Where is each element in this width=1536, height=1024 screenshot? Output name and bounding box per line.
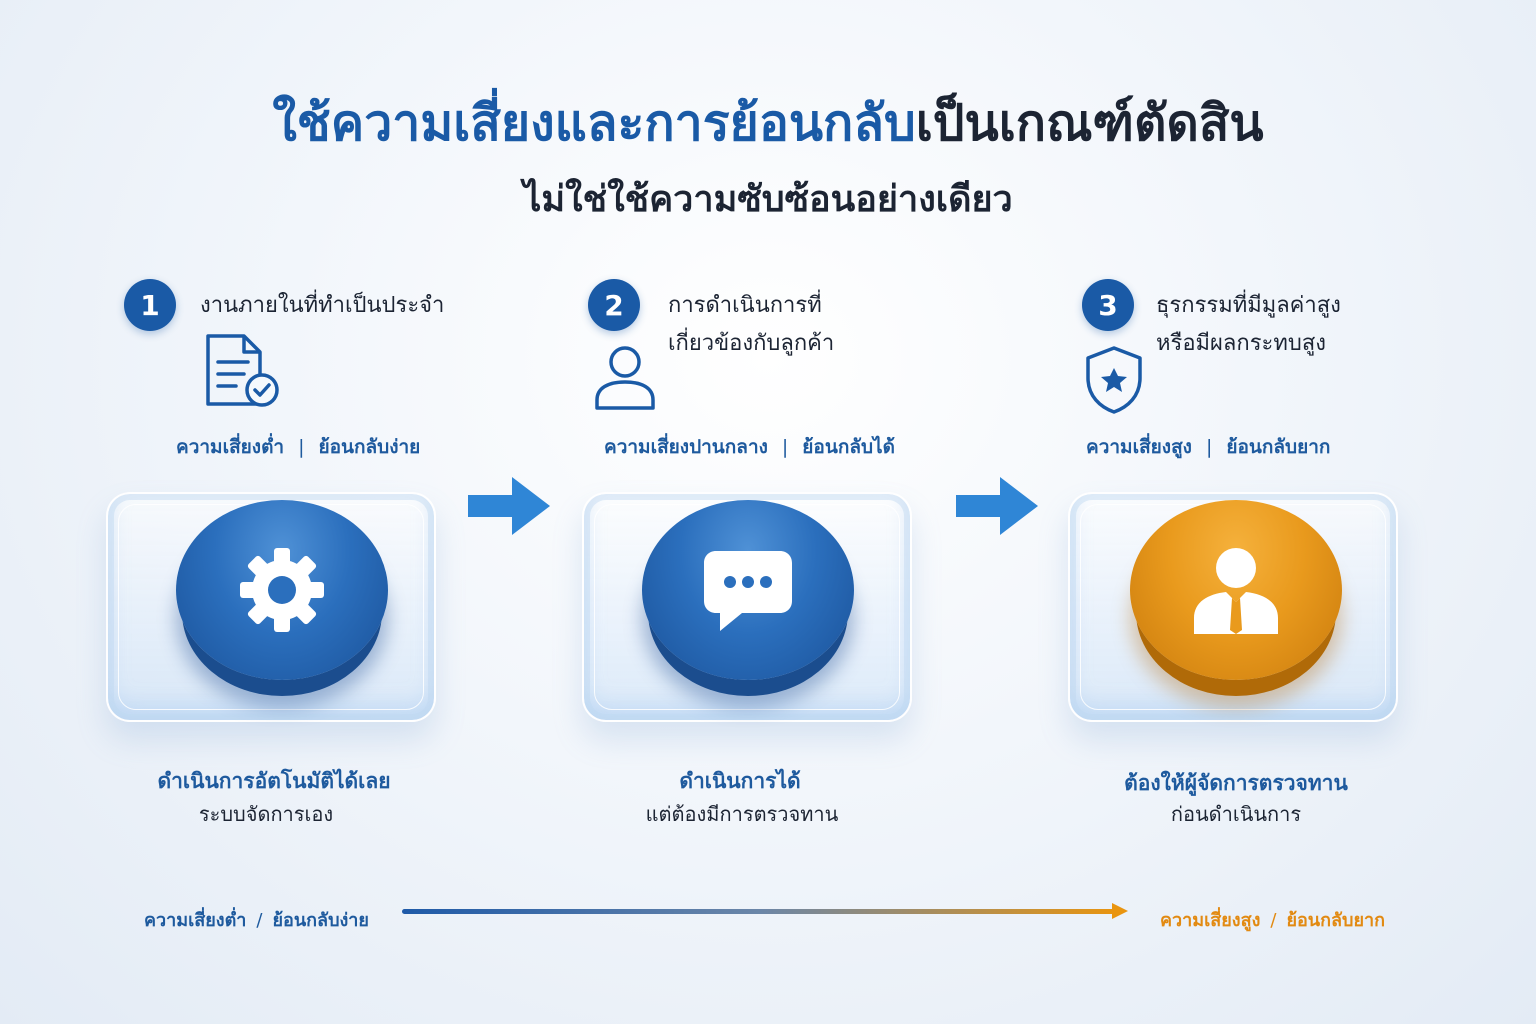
- step-title-line: หรือมีผลกระทบสูง: [1156, 331, 1326, 356]
- review-button[interactable]: [642, 500, 854, 680]
- risk-level: ความเสี่ยงสูง: [1086, 436, 1192, 458]
- step-number-badge: 3: [1082, 279, 1134, 331]
- risk-level: ความเสี่ยงต่ำ: [176, 436, 285, 458]
- shield-star-icon: [1086, 346, 1142, 414]
- meta-separator: |: [1205, 436, 1213, 458]
- scale-separator: /: [256, 910, 263, 931]
- outcome-detail: ก่อนดำเนินการ: [1170, 802, 1302, 826]
- step-1: 1 งานภายในที่ทำเป็นประจำ ความเสี่ยงต่ำ | ย…: [0, 0, 480, 1024]
- outcome-title: ดำเนินการอัตโนมัติได้เลย: [157, 769, 391, 793]
- chat-bubble-icon: [704, 551, 792, 631]
- step-3: 3 ธุรกรรมที่มีมูลค่าสูง หรือมีผลกระทบสูง…: [960, 0, 1440, 1024]
- reversibility-level: ย้อนกลับง่าย: [318, 436, 421, 458]
- user-icon: [595, 346, 655, 410]
- manager-icon: [1194, 548, 1278, 634]
- gear-icon: [240, 548, 324, 632]
- reversibility-level: ย้อนกลับยาก: [1226, 436, 1331, 458]
- step-title-line: เกี่ยวข้องกับลูกค้า: [668, 331, 835, 356]
- arrow-right-icon: [956, 477, 1038, 535]
- gradient-arrow-head-icon: [1112, 903, 1128, 919]
- step-2: 2 การดำเนินการที่ เกี่ยวข้องกับลูกค้า คว…: [480, 0, 960, 1024]
- scale-separator: /: [1270, 910, 1277, 931]
- page-subtitle: ไม่ใช่ใช้ความซับซ้อนอย่างเดียว: [523, 179, 1013, 220]
- title-highlight: ใช้ความเสี่ยงและการย้อนกลับ: [272, 94, 916, 152]
- risk-gradient-bar: [402, 909, 1118, 914]
- outcome-title: ต้องให้ผู้จัดการตรวจทาน: [1124, 771, 1348, 795]
- title-rest: เป็นเกณฑ์ตัดสิน: [915, 94, 1264, 152]
- scale-start-label: ความเสี่ยงต่ำ / ย้อนกลับง่าย: [144, 905, 369, 934]
- header: ใช้ความเสี่ยงและการย้อนกลับเป็นเกณฑ์ตัดส…: [0, 88, 1536, 227]
- step-title-line: การดำเนินการที่: [668, 293, 822, 318]
- arrow-right-icon: [468, 477, 550, 535]
- outcome-title: ดำเนินการได้: [679, 769, 801, 793]
- scale-start-risk: ความเสี่ยงต่ำ: [144, 910, 247, 931]
- manager-approval-button[interactable]: [1130, 500, 1342, 680]
- scale-end-label: ความเสี่ยงสูง / ย้อนกลับยาก: [1160, 905, 1385, 934]
- scale-end-risk: ความเสี่ยงสูง: [1160, 910, 1261, 931]
- step-title-line: งานภายในที่ทำเป็นประจำ: [200, 293, 445, 318]
- step-number-badge: 1: [124, 279, 176, 331]
- page-title: ใช้ความเสี่ยงและการย้อนกลับเป็นเกณฑ์ตัดส…: [0, 88, 1536, 158]
- reversibility-level: ย้อนกลับได้: [802, 436, 895, 458]
- risk-meta: ความเสี่ยงปานกลาง | ย้อนกลับได้: [604, 432, 895, 462]
- scale-end-reversibility: ย้อนกลับยาก: [1286, 910, 1386, 931]
- automate-button[interactable]: [176, 500, 388, 680]
- step-title-line: ธุรกรรมที่มีมูลค่าสูง: [1156, 293, 1341, 318]
- risk-meta: ความเสี่ยงต่ำ | ย้อนกลับง่าย: [176, 432, 420, 462]
- step-title: งานภายในที่ทำเป็นประจำ: [200, 287, 444, 325]
- risk-meta: ความเสี่ยงสูง | ย้อนกลับยาก: [1086, 432, 1330, 462]
- risk-level: ความเสี่ยงปานกลาง: [604, 436, 768, 458]
- step-title: ธุรกรรมที่มีมูลค่าสูง หรือมีผลกระทบสูง: [1156, 287, 1341, 363]
- scale-start-reversibility: ย้อนกลับง่าย: [272, 910, 369, 931]
- meta-separator: |: [781, 436, 789, 458]
- meta-separator: |: [298, 436, 305, 458]
- step-title: การดำเนินการที่ เกี่ยวข้องกับลูกค้า: [668, 287, 834, 363]
- document-check-icon: [206, 334, 279, 407]
- outcome-detail: แต่ต้องมีการตรวจทาน: [645, 802, 839, 826]
- step-number-badge: 2: [588, 279, 640, 331]
- outcome-detail: ระบบจัดการเอง: [198, 802, 334, 826]
